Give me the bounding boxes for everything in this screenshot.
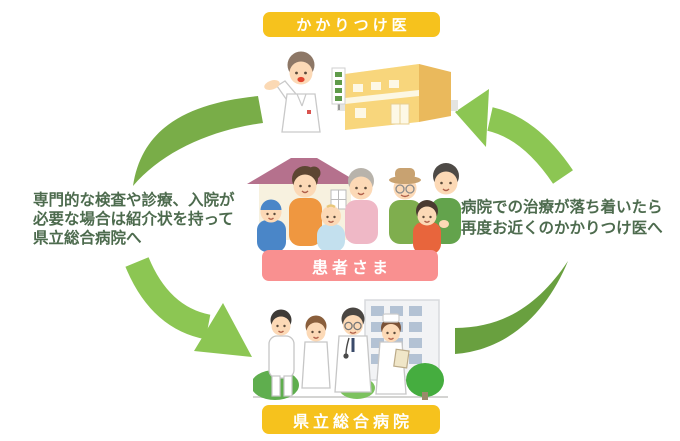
note-line: 必要な場合は紹介状を持って: [33, 211, 234, 228]
patient-family-illustration: [247, 158, 461, 254]
arrow-to-hospital-tail: [125, 256, 211, 340]
grandmother-figure: [345, 168, 378, 244]
boy-figure: [257, 199, 286, 252]
node-family-doctor: かかりつけ医: [263, 12, 440, 37]
doctor-figure: [264, 51, 321, 133]
mother-figure: [289, 166, 322, 246]
head-doctor-figure: [334, 307, 372, 393]
female-doctor-figure: [301, 315, 331, 389]
male-staff-figure: [268, 309, 295, 397]
arrow-arc-top-left: [133, 96, 263, 186]
note-line: 病院での治療が落ち着いたら: [461, 199, 663, 216]
girl-figure: [413, 200, 449, 254]
node-hospital: 県立総合病院: [262, 405, 440, 434]
note-line: 専門的な検査や診療、入院が: [33, 192, 235, 209]
clinic-building: [337, 64, 458, 130]
arrow-to-doctor-head: [455, 89, 489, 147]
note-line: 県立総合病院へ: [33, 230, 142, 247]
clinic-sign: [331, 67, 346, 110]
baby-figure: [317, 204, 345, 252]
note-referral-to-hospital: 専門的な検査や診療、入院が 必要な場合は紹介状を持って 県立総合病院へ: [33, 191, 235, 248]
arrow-to-hospital-head: [194, 303, 252, 357]
arrow-to-doctor-tail: [486, 107, 573, 184]
node-patient: 患者さま: [262, 250, 438, 281]
note-return-to-family-doctor: 病院での治療が落ち着いたら 再度お近くのかかりつけ医へ: [461, 197, 663, 239]
family-doctor-and-clinic-illustration: [264, 51, 458, 133]
arrow-arc-bottom-right: [455, 261, 568, 354]
nurse-figure: [375, 313, 410, 395]
note-line: 再度お近くのかかりつけ医へ: [461, 220, 663, 237]
hospital-staff-and-building-illustration: [253, 299, 448, 400]
